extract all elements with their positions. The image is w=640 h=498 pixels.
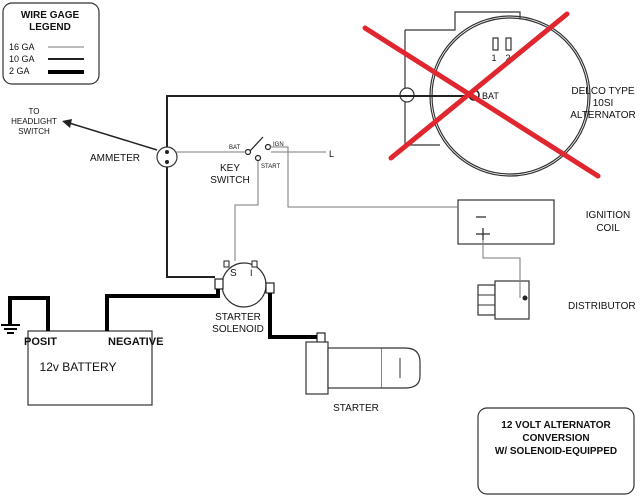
- battery-posit-label: POSIT: [24, 336, 57, 348]
- starter-body: [327, 347, 383, 389]
- starter-motor: STARTER: [305, 332, 421, 414]
- solenoid-label-line2: SOLENOID: [212, 324, 264, 335]
- alternator-terminal-2-label: 2: [505, 53, 510, 63]
- small-l-label: L: [329, 149, 334, 159]
- cross-out-mark: [362, 11, 601, 179]
- wire-key-ign-to-coil: [270, 146, 458, 208]
- alternator-label-line2: 10SI: [593, 98, 614, 109]
- ammeter-label: AMMETER: [90, 153, 140, 164]
- ignition-coil-body: [457, 199, 555, 245]
- alternator-terminal-2: [505, 37, 512, 51]
- alternator-terminal-1-label: 1: [491, 53, 496, 63]
- battery-label: 12v BATTERY: [40, 360, 117, 374]
- wire-battery-to-solenoid: [105, 289, 220, 331]
- ignition-coil-label-line2: COIL: [596, 223, 620, 234]
- key-switch-label-line2: SWITCH: [210, 175, 249, 186]
- key-switch-ign-label: IGN: [273, 142, 284, 148]
- headlight-label-line2: HEADLIGHT: [11, 117, 57, 126]
- wire-coil-to-distributor: [482, 240, 521, 298]
- ignition-coil: IGNITION COIL: [457, 199, 630, 245]
- alternator-label-line1: DELCO TYPE: [571, 86, 634, 97]
- wire-battery-to-ground: [8, 296, 50, 331]
- starter-label: STARTER: [333, 403, 379, 414]
- title-line2: CONVERSION: [522, 433, 589, 444]
- alternator-label-line3: ALTERNATOR: [570, 110, 636, 121]
- distributor-body: [494, 280, 530, 320]
- arrow-icon: [62, 119, 72, 128]
- solenoid-s-label: S: [230, 268, 237, 279]
- solenoid-i-label: I: [250, 268, 253, 278]
- wire-ammeter-to-solenoid: [166, 167, 215, 278]
- legend-title-line2: LEGEND: [29, 22, 71, 33]
- starter-solenoid: S I STARTER SOLENOID: [212, 260, 275, 335]
- legend-item-16ga: 16 GA: [9, 42, 35, 52]
- wires: [8, 95, 521, 339]
- battery: POSIT NEGATIVE 12v BATTERY: [1, 324, 163, 406]
- title-box: 12 VOLT ALTERNATOR CONVERSION W/ SOLENOI…: [477, 407, 635, 495]
- key-switch-start-label: START: [261, 164, 280, 170]
- title-line1: 12 VOLT ALTERNATOR: [501, 420, 611, 431]
- key-switch: BAT IGN START KEY SWITCH L: [210, 136, 334, 186]
- solenoid-label-line1: STARTER: [215, 312, 261, 323]
- title-line3: W/ SOLENOID-EQUIPPED: [495, 446, 617, 457]
- ammeter: AMMETER: [90, 146, 178, 168]
- alternator: 1 2 BAT DELCO TYPE 10SI ALTERNATOR: [399, 11, 636, 177]
- distributor-label: DISTRIBUTOR: [568, 301, 636, 312]
- wire-solenoid-to-starter: [268, 293, 317, 339]
- alternator-terminal-1: [492, 37, 499, 51]
- solenoid-body: [221, 262, 267, 308]
- key-switch-label-line1: KEY: [220, 163, 240, 174]
- wire-gage-legend: WIRE GAGE LEGEND 16 GA 10 GA 2 GA: [2, 2, 100, 85]
- wire-key-start-to-solenoid: [234, 161, 259, 261]
- headlight-label-line1: TO: [29, 107, 40, 116]
- key-switch-bat-label: BAT: [229, 145, 241, 151]
- battery-negative-label: NEGATIVE: [108, 336, 163, 348]
- alternator-bat-label: BAT: [482, 91, 499, 101]
- ignition-coil-label-line1: IGNITION: [586, 210, 630, 221]
- distributor: DISTRIBUTOR: [477, 280, 636, 320]
- legend-item-10ga: 10 GA: [9, 54, 35, 64]
- wire-ammeter-to-alternator: [166, 95, 469, 147]
- headlight-label-line3: SWITCH: [18, 127, 50, 136]
- legend-title-line1: WIRE GAGE: [21, 10, 80, 21]
- battery-body: [27, 330, 153, 406]
- headlight-switch-lead: TO HEADLIGHT SWITCH: [11, 107, 158, 151]
- legend-item-2ga: 2 GA: [9, 66, 30, 76]
